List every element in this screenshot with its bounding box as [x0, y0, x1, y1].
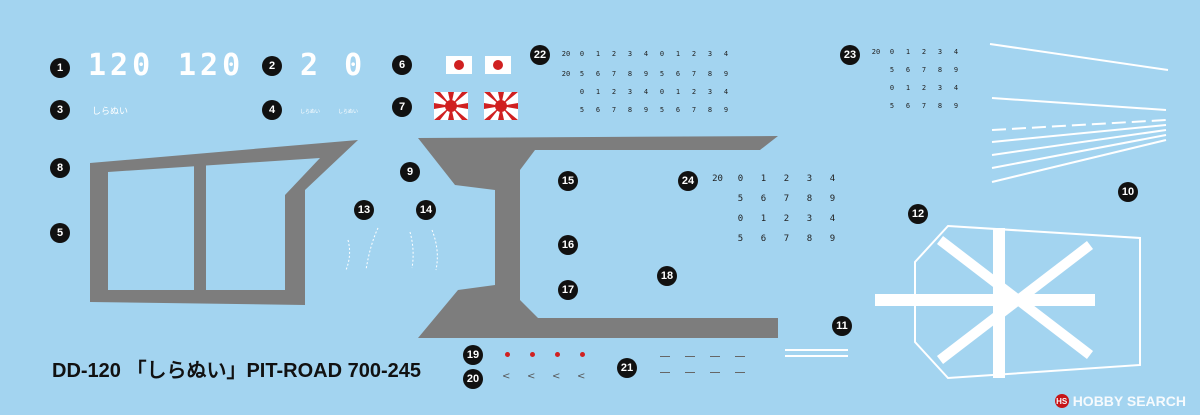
marker-20: 20	[463, 369, 483, 389]
marker-24: 24	[678, 171, 698, 191]
red-dot	[555, 352, 560, 357]
marker-2: 2	[262, 56, 282, 76]
small-name-a: しらぬい	[300, 109, 321, 115]
marker-6: 6	[392, 55, 412, 75]
ensign-icon	[434, 92, 518, 120]
small-name-b: しらぬい	[338, 109, 359, 115]
red-dot	[530, 352, 535, 357]
marker-7: 7	[392, 97, 412, 117]
marker-21: 21	[617, 358, 637, 378]
marker-4: 4	[262, 100, 282, 120]
marker-10: 10	[1118, 182, 1138, 202]
marker-19: 19	[463, 345, 483, 365]
red-dot	[580, 352, 585, 357]
marker-16: 16	[558, 235, 578, 255]
marker-3: 3	[50, 100, 70, 120]
dash-mark	[660, 356, 670, 357]
hull-number-b: 120	[178, 48, 245, 83]
deck-stripes	[989, 43, 1169, 183]
marker-12: 12	[908, 204, 928, 224]
chevron-left-icon: <	[527, 371, 536, 382]
marker-22: 22	[530, 45, 550, 65]
marker-9: 9	[400, 162, 420, 182]
chevron-left-icon: <	[577, 371, 586, 382]
marker-11: 11	[832, 316, 852, 336]
product-title: DD-120 「しらぬい」PIT-ROAD 700-245	[52, 360, 421, 382]
chevron-left-icon: <	[552, 371, 561, 382]
marker-23: 23	[840, 45, 860, 65]
hobby-search-logo-icon: HS	[1054, 394, 1069, 408]
helideck-marking	[914, 224, 1141, 380]
dash-mark	[685, 356, 695, 357]
marker-17: 17	[558, 280, 578, 300]
chevron-left-icon: <	[502, 371, 511, 382]
red-dot	[505, 352, 510, 357]
dash-mark	[710, 356, 720, 357]
hull-number-c: 2 0	[300, 48, 367, 83]
ship-name-kana: しらぬい	[92, 107, 129, 117]
watermark: HS HOBBY SEARCH	[1054, 393, 1186, 409]
marker-13: 13	[354, 200, 374, 220]
watermark-text: HOBBY SEARCH	[1072, 393, 1186, 409]
marker-8: 8	[50, 158, 70, 178]
dash-mark	[710, 372, 720, 373]
marker-5: 5	[50, 223, 70, 243]
marker-15: 15	[558, 171, 578, 191]
marker-14: 14	[416, 200, 436, 220]
dash-mark	[685, 372, 695, 373]
marker-18: 18	[657, 266, 677, 286]
deck-panel-center	[418, 136, 778, 338]
dash-mark	[660, 372, 670, 373]
dash-mark	[735, 356, 745, 357]
hull-number-a: 120	[88, 48, 155, 83]
marker-1: 1	[50, 58, 70, 78]
dash-mark	[735, 372, 745, 373]
